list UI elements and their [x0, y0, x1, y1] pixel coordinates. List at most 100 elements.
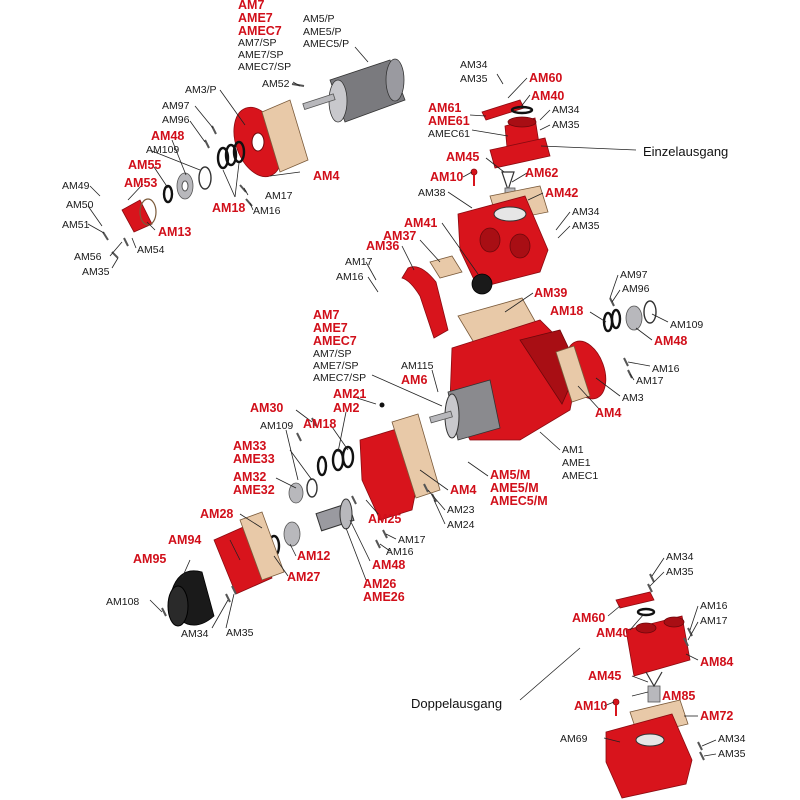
double-outlet-head [605, 573, 705, 799]
ball-am41 [471, 273, 493, 295]
label-am41: AM41 [404, 216, 437, 230]
part-labels: AM7 AME7 AMEC7 AM5/P AME5/P AMEC5/P AM7/… [62, 0, 746, 760]
label-am56: AM56 [74, 251, 102, 263]
label-am4-right: AM4 [595, 406, 621, 420]
label-am4-lower: AM4 [450, 483, 476, 497]
label-am28: AM28 [200, 507, 233, 521]
label-am7sp-top: AM7/SP [238, 37, 277, 49]
label-am7-mid: AM7 [313, 308, 339, 322]
label-am36: AM36 [366, 239, 399, 253]
screws-top-left [102, 83, 305, 259]
label-am45-lower: AM45 [588, 669, 621, 683]
label-am25: AM25 [368, 512, 401, 526]
double-head-block [605, 713, 693, 799]
label-doppelausgang: Doppelausgang [411, 696, 502, 711]
label-am17-mid: AM17 [345, 256, 373, 268]
label-am97-right: AM97 [620, 269, 648, 281]
label-am6: AM6 [401, 373, 427, 387]
label-am48-top: AM48 [151, 129, 184, 143]
label-am84: AM84 [700, 655, 733, 669]
label-amec5m: AMEC5/M [490, 494, 548, 508]
orings-am18-top [216, 140, 246, 170]
single-outlet-head [457, 99, 551, 289]
label-am18-right: AM18 [550, 304, 583, 318]
label-am5m: AM5/M [490, 468, 530, 482]
label-am55: AM55 [128, 158, 161, 172]
lever-am60-lower [615, 591, 655, 609]
elbow-pipe-am36 [401, 266, 449, 339]
label-am17-right: AM17 [636, 375, 664, 387]
double-port-am84 [625, 615, 691, 677]
pulley-am95 [167, 570, 215, 627]
label-am109-top: AM109 [146, 144, 179, 156]
label-am34-e: AM34 [666, 551, 694, 563]
label-am54: AM54 [137, 244, 165, 256]
label-am7-top: AM7 [238, 0, 264, 12]
label-am16-mid: AM16 [336, 271, 364, 283]
label-am34-b: AM34 [552, 104, 580, 116]
label-ame61: AME61 [428, 114, 470, 128]
label-am24: AM24 [447, 519, 475, 531]
label-am48-lower: AM48 [372, 558, 405, 572]
label-am17-e: AM17 [700, 615, 728, 627]
label-ame5p: AME5/P [303, 26, 342, 38]
label-ame7sp-mid: AME7/SP [313, 360, 359, 372]
label-ame7sp-top: AME7/SP [238, 49, 284, 61]
label-ame26: AME26 [363, 590, 405, 604]
label-am108: AM108 [106, 596, 139, 608]
label-am16-lower: AM16 [386, 546, 414, 558]
label-am16-e: AM16 [700, 600, 728, 612]
label-am7sp-mid: AM7/SP [313, 348, 352, 360]
label-am34-c: AM34 [572, 206, 600, 218]
label-am21: AM21 [333, 387, 366, 401]
label-am30: AM30 [250, 401, 283, 415]
motor-body-top [302, 58, 406, 123]
label-am1: AM1 [562, 444, 584, 456]
label-amec7-top: AMEC7 [238, 24, 282, 38]
label-am61: AM61 [428, 101, 461, 115]
label-am10-top: AM10 [430, 170, 463, 184]
label-am23: AM23 [447, 504, 475, 516]
gasket-am37 [429, 255, 463, 279]
label-am34-a: AM34 [460, 59, 488, 71]
label-am35-g: AM35 [718, 748, 746, 760]
outlet-base [489, 137, 551, 169]
label-am40-top: AM40 [531, 89, 564, 103]
label-am35-f: AM35 [666, 566, 694, 578]
label-am96-right: AM96 [622, 283, 650, 295]
label-am10-lower: AM10 [574, 699, 607, 713]
label-ame5m: AME5/M [490, 481, 539, 495]
label-am60-lower: AM60 [572, 611, 605, 625]
label-am16-top: AM16 [253, 205, 281, 217]
label-am40-lower: AM40 [596, 626, 629, 640]
label-einzelausgang: Einzelausgang [643, 144, 728, 159]
label-am45-top: AM45 [446, 150, 479, 164]
label-am53: AM53 [124, 176, 157, 190]
cylinder-head-block [457, 195, 549, 289]
label-am42: AM42 [545, 186, 578, 200]
label-am13: AM13 [158, 225, 191, 239]
label-am4-top: AM4 [313, 169, 339, 183]
label-amec61: AMEC61 [428, 128, 470, 140]
label-am60-top: AM60 [529, 71, 562, 85]
label-am34-d: AM34 [181, 628, 209, 640]
label-am27: AM27 [287, 570, 320, 584]
label-amec5p: AMEC5/P [303, 38, 349, 50]
label-am38: AM38 [418, 187, 446, 199]
label-am37: AM37 [383, 229, 416, 243]
gasket-am4-top [261, 99, 309, 173]
label-amec7sp-top: AMEC7/SP [238, 61, 291, 73]
endcap-am53 [121, 198, 157, 233]
label-ame1: AME1 [562, 457, 591, 469]
label-am69: AM69 [560, 733, 588, 745]
label-am62: AM62 [525, 166, 558, 180]
label-amec7-mid: AMEC7 [313, 334, 357, 348]
label-am17-lower: AM17 [398, 534, 426, 546]
label-amec1: AMEC1 [562, 470, 598, 482]
label-am109-mid: AM109 [260, 420, 293, 432]
label-am35-topleft: AM35 [82, 266, 110, 278]
label-ame33: AME33 [233, 452, 275, 466]
label-amec7sp-mid: AMEC7/SP [313, 372, 366, 384]
